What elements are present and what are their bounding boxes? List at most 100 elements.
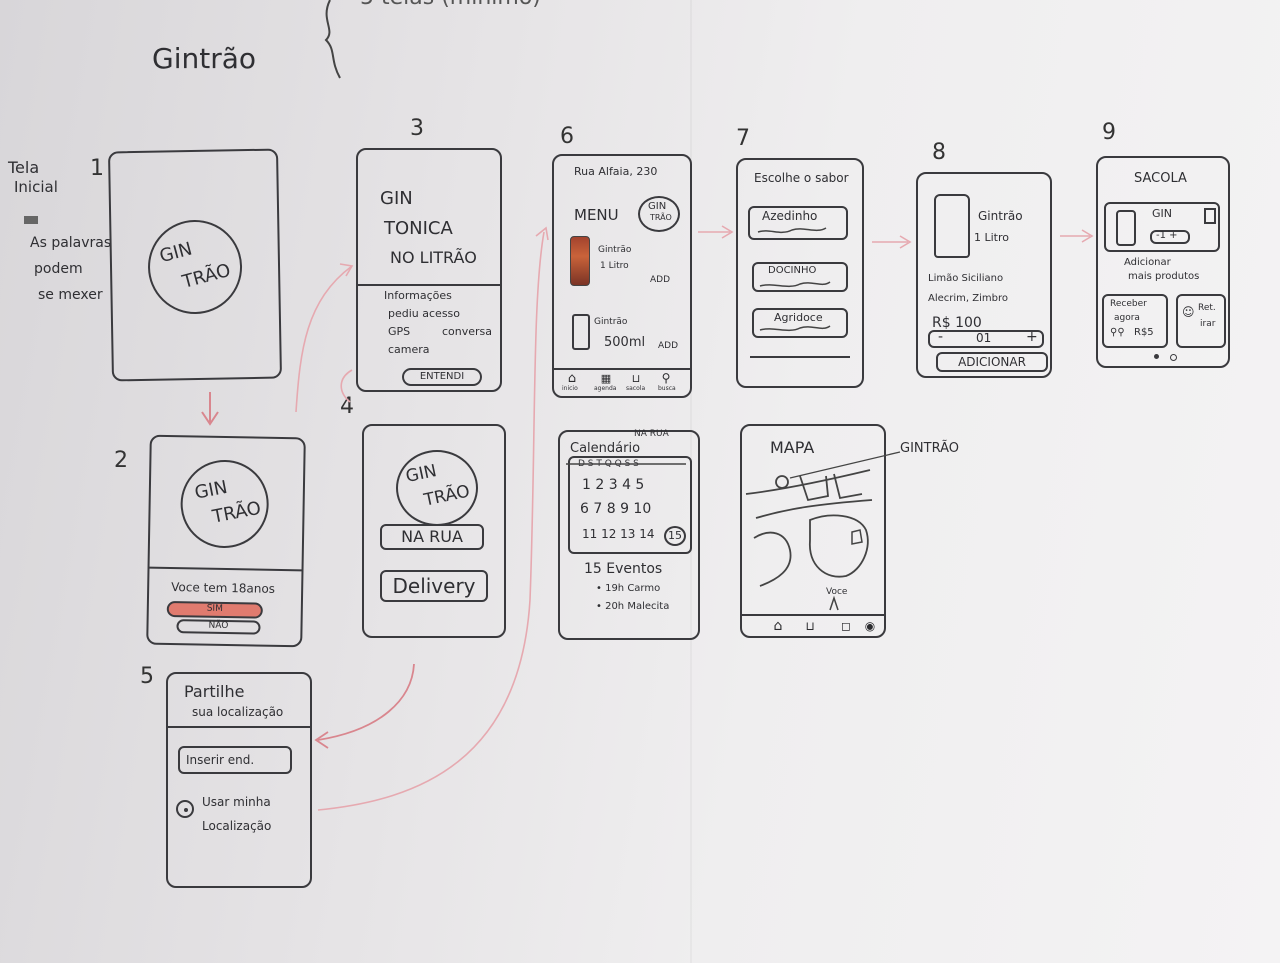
walk-icon: ☺	[1182, 305, 1195, 319]
address-input[interactable]: Inserir end.	[178, 746, 292, 774]
logo-text: GIN	[404, 461, 439, 488]
info-text: conversa	[442, 325, 493, 338]
screen-number: 9	[1102, 120, 1116, 145]
info-text: GPS	[388, 325, 411, 338]
you-marker: Voce	[826, 587, 848, 597]
screen-number: 7	[736, 126, 750, 151]
event-item[interactable]: • 19h Carmo	[596, 583, 661, 594]
add-to-bag-button[interactable]: ADICIONAR	[936, 352, 1048, 372]
minus-button[interactable]: -	[938, 329, 944, 345]
use-location-link[interactable]: Usar minha	[202, 795, 271, 809]
screen-3-permissions: GIN TONICA NO LITRÃO Informações pediu a…	[356, 148, 502, 392]
logo-text: TRÃO	[210, 497, 263, 528]
flavor-option[interactable]: Agridoce	[752, 308, 848, 338]
search-icon[interactable]: ⚲	[661, 371, 671, 385]
na-rua-button[interactable]: NA RUA	[380, 524, 484, 550]
side-note-line: As palavras	[30, 235, 112, 251]
calendar-icon[interactable]: ▦	[600, 371, 612, 385]
delivery-option[interactable]: Receber agora ⚲⚲ R$5	[1102, 294, 1168, 348]
divider	[750, 356, 850, 358]
no-button[interactable]: NÃO	[176, 619, 261, 635]
quantity-stepper[interactable]: -1 +	[1150, 230, 1190, 244]
crosshair-icon[interactable]	[176, 800, 194, 818]
divider	[358, 284, 500, 286]
info-text: Informações	[384, 289, 452, 302]
bag-title: SACOLA	[1134, 171, 1187, 186]
screen-4-mode-select: GIN TRÃO NA RUA Delivery	[362, 424, 506, 638]
product-desc: Alecrim, Zimbro	[928, 293, 1008, 304]
flavor-option[interactable]: Azedinho	[748, 206, 848, 240]
add-more-link[interactable]: Adicionar	[1124, 257, 1171, 268]
address-label: Rua Alfaia, 230	[574, 165, 658, 178]
divider	[554, 368, 690, 370]
logo-text: GIN	[192, 476, 230, 504]
cart-icon[interactable]: ⊔	[805, 619, 815, 633]
screen-number: 3	[410, 116, 424, 141]
nav-label: inicio	[562, 385, 578, 392]
calendar-grid: D S T Q Q S S 1 2 3 4 5 6 7 8 9 10 11 12…	[568, 456, 692, 554]
item-size: 1 Litro	[600, 261, 629, 271]
logo-badge: GIN TRÃO	[638, 196, 680, 232]
nav-label: sacola	[626, 385, 646, 392]
add-button[interactable]: ADD	[650, 275, 671, 285]
understood-button[interactable]: ENTENDI	[402, 368, 482, 386]
bag-item-name: GIN	[1152, 207, 1172, 220]
side-note-line: podem	[34, 261, 83, 277]
screen-number: 8	[932, 140, 946, 165]
flavor-title: Escolhe o sabor	[754, 171, 849, 185]
divider	[149, 566, 302, 572]
screen-number: 2	[114, 448, 128, 473]
cart-icon[interactable]: ⊔	[631, 371, 641, 385]
age-question: Voce tem 18anos	[171, 580, 276, 596]
map-pin-label: GINTRÃO	[900, 441, 959, 456]
selected-day[interactable]: 15	[664, 526, 686, 546]
user-icon[interactable]: ◉	[864, 619, 876, 633]
bag-item: GIN -1 +	[1104, 202, 1220, 252]
quantity-value: 01	[976, 331, 992, 345]
yes-button[interactable]: SIM	[166, 600, 263, 619]
logo-circle: GIN TRÃO	[147, 219, 243, 315]
bottle-icon	[1116, 210, 1136, 246]
screen-number: 4	[340, 394, 354, 419]
plus-button[interactable]: +	[1026, 329, 1038, 345]
use-location-link[interactable]: Localização	[202, 819, 272, 833]
logo-circle: GIN TRÃO	[179, 459, 270, 549]
home-icon[interactable]: ⌂	[773, 618, 783, 634]
chat-icon[interactable]: ◻	[841, 619, 851, 633]
menu-title: MENU	[574, 206, 619, 224]
home-icon[interactable]: ⌂	[567, 370, 577, 386]
product-price: R$ 100	[932, 315, 982, 331]
note-top: 5 telas (mínimo)	[360, 0, 541, 9]
logo-text: TRÃO	[180, 259, 233, 293]
screen-number: 5	[140, 664, 154, 689]
screen-number: 1	[90, 156, 104, 181]
bike-icon: ⚲⚲	[1110, 327, 1125, 338]
product-name: Gintrão	[978, 209, 1023, 223]
item-name: Gintrão	[594, 317, 628, 327]
screen-map: MAPA Voce ⌂ ⊔ ◻ ◉	[740, 424, 886, 638]
screen-2-age-check: GIN TRÃO Voce tem 18anos SIM NÃO	[146, 434, 306, 648]
screen-9-bag: SACOLA GIN -1 + Adicionar mais produtos …	[1096, 156, 1230, 368]
screen-calendar: NA RUA Calendário D S T Q Q S S 1 2 3 4 …	[558, 429, 700, 640]
headline: TONICA	[384, 218, 453, 239]
event-item[interactable]: • 20h Malecita	[596, 601, 670, 612]
page-dots	[1154, 354, 1184, 361]
delivery-button[interactable]: Delivery	[380, 570, 488, 602]
pickup-option[interactable]: ☺ Ret. irar	[1176, 294, 1226, 348]
screen-1-splash: GIN TRÃO	[108, 148, 282, 382]
bottle-icon	[572, 314, 590, 350]
page-title: Gintrão	[152, 42, 257, 75]
divider	[168, 726, 310, 728]
trash-icon[interactable]	[1204, 208, 1216, 224]
item-name: Gintrão	[598, 245, 632, 255]
title: Partilhe	[184, 682, 245, 701]
info-text: camera	[388, 343, 430, 356]
flavor-option[interactable]: DOCINHO	[752, 262, 848, 292]
tag-label: NA RUA	[634, 429, 669, 439]
quantity-stepper[interactable]: - 01 +	[928, 330, 1044, 348]
headline: NO LITRÃO	[390, 248, 477, 267]
add-more-link[interactable]: mais produtos	[1128, 271, 1200, 282]
title: sua localização	[192, 705, 284, 719]
add-button[interactable]: ADD	[658, 341, 679, 351]
product-size: 1 Litro	[974, 231, 1010, 244]
